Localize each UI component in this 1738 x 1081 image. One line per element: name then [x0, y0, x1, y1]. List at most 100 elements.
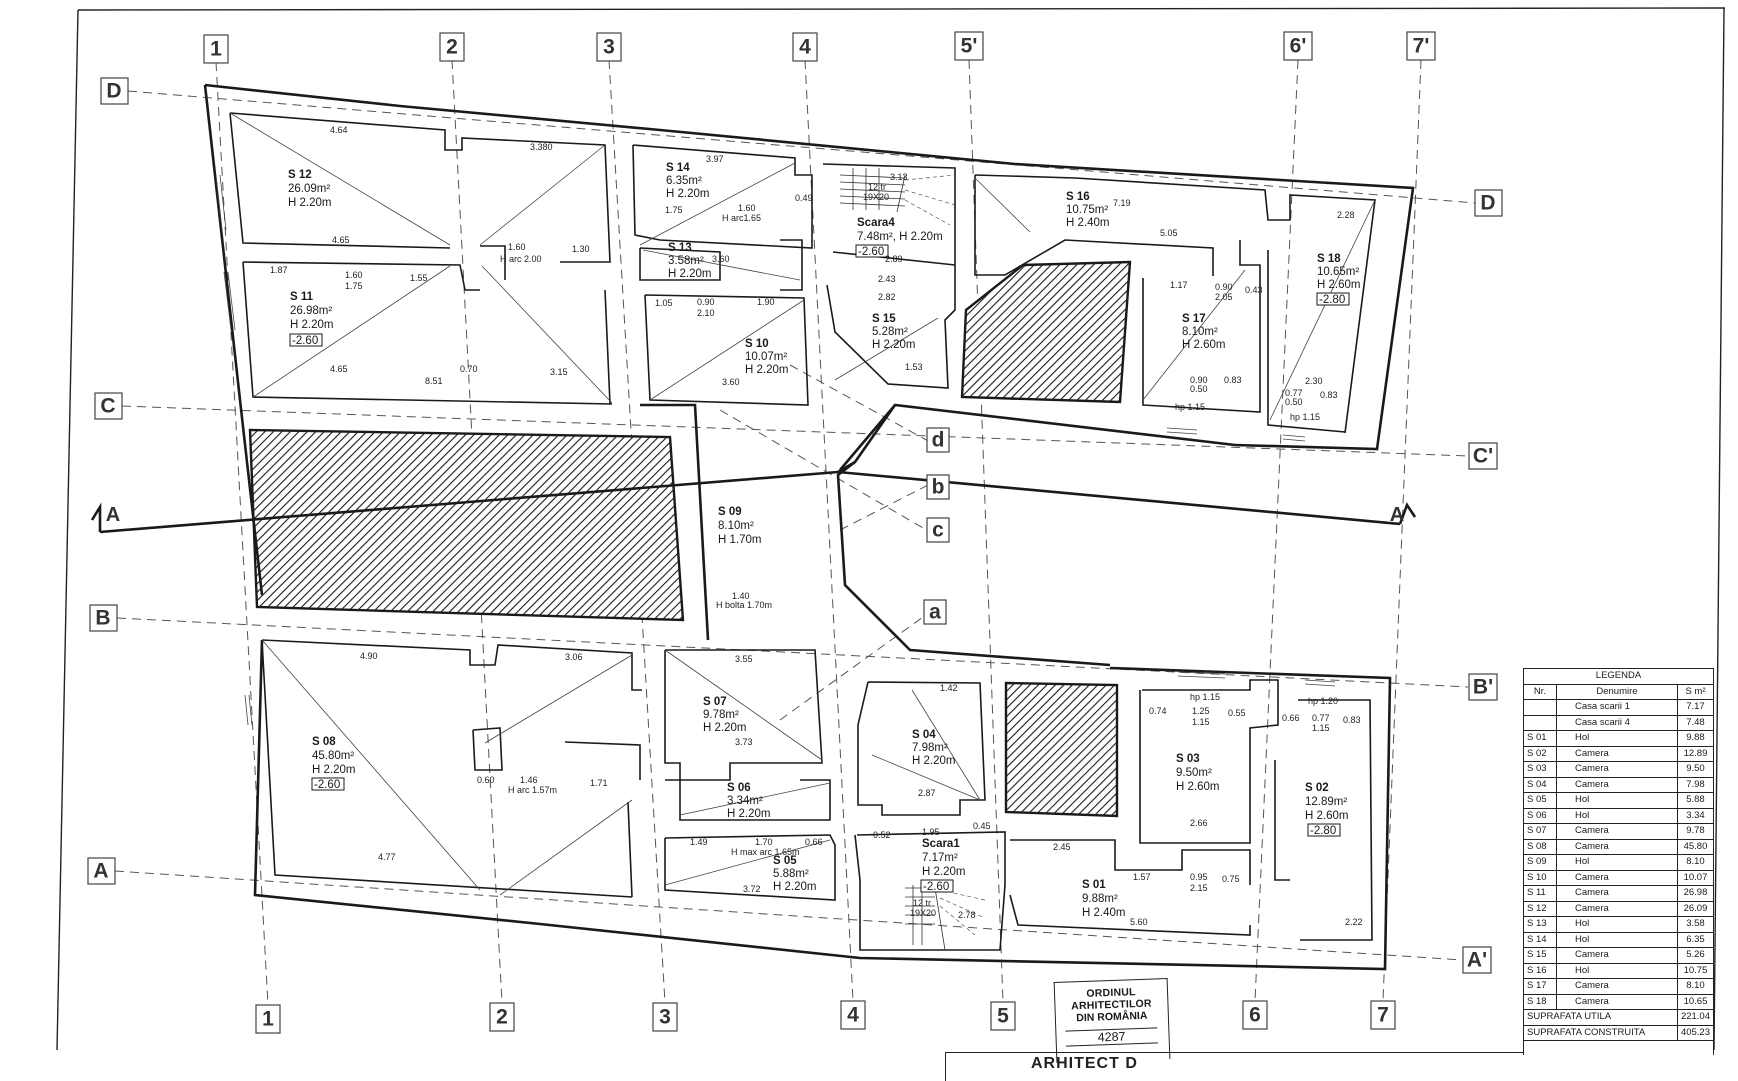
room-height: H 2.20m [290, 319, 333, 331]
room-height: H 1.70m [718, 534, 761, 546]
legend-name: Hol [1556, 916, 1678, 933]
axis-markers-top: 1 2 3 4 5' 6' 7' [203, 31, 1436, 64]
legend-total-label: SUPRAFATA CONSTRUITA [1523, 1024, 1678, 1041]
arc-height: H max arc 1.65m [731, 847, 800, 857]
legend-area: 6.35 [1676, 931, 1715, 948]
room-height: H 2.40m [1082, 907, 1125, 919]
svg-text:1.70: 1.70 [755, 837, 773, 847]
axis-label: 6 [1249, 1004, 1261, 1027]
room-level: -2.60 [923, 881, 949, 893]
legend-nr: S 15 [1523, 947, 1557, 964]
legend-area: 9.78 [1676, 823, 1715, 840]
svg-text:H arc1.65: H arc1.65 [722, 213, 761, 223]
legend-area: 8.10 [1676, 854, 1715, 871]
svg-text:1.57: 1.57 [1133, 872, 1151, 882]
svg-text:0.83: 0.83 [1320, 390, 1338, 400]
legend-area: 7.98 [1676, 776, 1715, 793]
legend-area: 3.58 [1676, 916, 1715, 933]
room-height: H 2.20m [727, 808, 770, 820]
axis-label: 5' [961, 35, 978, 58]
room-id: S 08 [312, 736, 336, 748]
svg-text:4.64: 4.64 [330, 125, 348, 135]
svg-text:0.83: 0.83 [1224, 375, 1242, 385]
svg-text:hp 1.15: hp 1.15 [1190, 692, 1220, 702]
room-height: H 2.20m [912, 755, 955, 767]
svg-text:2.66: 2.66 [1190, 818, 1208, 828]
room-height: H 2.20m [668, 268, 711, 280]
section-marker-b: b [932, 476, 945, 499]
svg-text:1.49: 1.49 [690, 837, 708, 847]
axis-markers-left: D C B A [87, 77, 129, 885]
room-id: S 04 [912, 729, 936, 741]
stair-step-size: 19X20 [910, 908, 936, 918]
legend-name: Hol [1556, 730, 1678, 747]
room-id: S 10 [745, 338, 769, 350]
room-level: -2.80 [1310, 825, 1336, 837]
legend-area: 7.17 [1676, 699, 1715, 716]
section-cut-a-a [90, 404, 1417, 534]
hatched-block-north [960, 260, 1132, 404]
svg-text:hp 1.20: hp 1.20 [1308, 696, 1338, 706]
room-id: S 18 [1317, 253, 1341, 265]
svg-text:4.65: 4.65 [330, 364, 348, 374]
room-height: H 2.60m [1176, 781, 1219, 793]
room-height: H 2.20m [773, 881, 816, 893]
legend-area: 26.98 [1676, 885, 1715, 902]
room-area: 7.98m² [912, 742, 948, 754]
svg-text:8.51: 8.51 [425, 376, 443, 386]
room-level: -2.60 [292, 335, 318, 347]
legend-nr: S 12 [1523, 900, 1557, 917]
room-height: H 2.20m [703, 722, 746, 734]
svg-text:0.49: 0.49 [795, 193, 813, 203]
legend-area: 5.88 [1676, 792, 1715, 809]
axis-markers-right: D C' B' A' [1462, 189, 1503, 974]
room-id: S 15 [872, 313, 896, 325]
legend-area: 12.89 [1676, 745, 1715, 762]
legend-name: Casa scarii 1 [1556, 699, 1678, 716]
svg-text:1.30: 1.30 [572, 244, 590, 254]
axis-label: 5 [997, 1005, 1009, 1028]
room-labels: S 12 26.09m² H 2.20m S 11 26.98m² H 2.20… [288, 162, 1360, 919]
axis-label: D [106, 80, 121, 103]
svg-text:H arc 1.57m: H arc 1.57m [508, 785, 557, 795]
building-walls [203, 83, 1415, 971]
svg-text:0.52: 0.52 [873, 830, 891, 840]
svg-text:0.70: 0.70 [460, 364, 478, 374]
room-height: H 2.20m [745, 364, 788, 376]
svg-text:2.43: 2.43 [878, 274, 896, 284]
legend-title: LEGENDA [1523, 668, 1714, 685]
svg-text:H arc 2.00: H arc 2.00 [500, 254, 542, 264]
svg-text:3.380: 3.380 [530, 142, 553, 152]
svg-text:1.75: 1.75 [665, 205, 683, 215]
svg-text:3.15: 3.15 [550, 367, 568, 377]
svg-text:1.95: 1.95 [922, 827, 940, 837]
svg-text:3.60: 3.60 [722, 377, 740, 387]
room-id: S 14 [666, 162, 690, 174]
title-block-text: ARHITECT D [1031, 1055, 1138, 1072]
stair-scara4 [839, 168, 956, 226]
svg-text:3.60: 3.60 [712, 254, 730, 264]
room-id: S 16 [1066, 191, 1090, 203]
room-diagonals [229, 112, 1376, 896]
svg-text:0.50: 0.50 [1285, 397, 1303, 407]
vault-height: H bolta 1.70m [716, 600, 772, 610]
room-area: 7.17m² [922, 852, 958, 864]
svg-text:0.83: 0.83 [1343, 715, 1361, 725]
svg-text:0.66: 0.66 [1282, 713, 1300, 723]
svg-text:1.60: 1.60 [738, 203, 756, 213]
axis-label: 4 [799, 36, 811, 59]
section-markers: d b c a [923, 427, 950, 625]
room-id: Scara1 [922, 838, 960, 850]
svg-text:3.13: 3.13 [890, 172, 908, 182]
legend-area: 7.48 [1676, 714, 1715, 731]
svg-text:5.05: 5.05 [1160, 228, 1178, 238]
room-area: 9.88m² [1082, 893, 1118, 905]
